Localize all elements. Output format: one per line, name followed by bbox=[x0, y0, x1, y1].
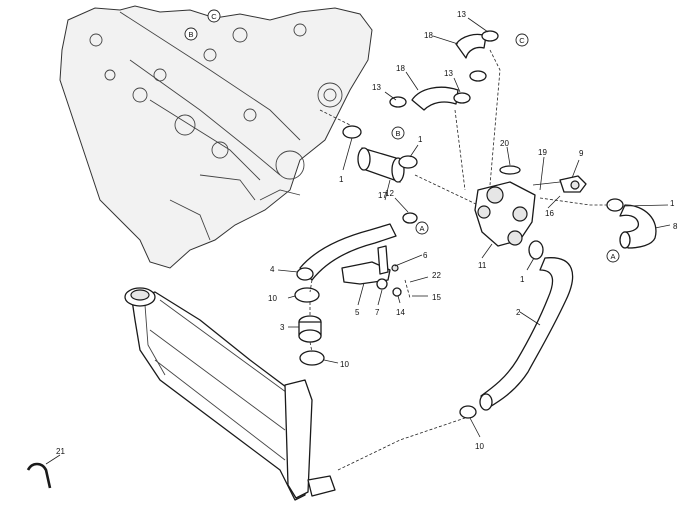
clamp-12 bbox=[402, 212, 418, 224]
screw-6 bbox=[391, 264, 399, 272]
clamp-10b bbox=[299, 350, 325, 366]
svg-text:C: C bbox=[519, 36, 525, 45]
clamps bbox=[294, 30, 624, 419]
hose-8 bbox=[619, 204, 657, 249]
hose-17 bbox=[357, 147, 405, 183]
clamp-13b bbox=[453, 92, 471, 104]
thermostat-housing bbox=[474, 181, 536, 247]
callout-7: 7 bbox=[375, 308, 380, 317]
hose-4 bbox=[296, 223, 397, 281]
hose-18-lower bbox=[411, 86, 459, 111]
ref-marker-c-hose: C bbox=[515, 33, 529, 47]
engine-block bbox=[59, 5, 373, 269]
pipe-9 bbox=[559, 175, 587, 193]
callout-10-middle: 10 bbox=[340, 360, 349, 369]
hose-18-upper bbox=[455, 33, 487, 59]
callout-12: 12 bbox=[385, 189, 394, 198]
callout-14: 14 bbox=[396, 308, 405, 317]
callout-1-lower: 1 bbox=[520, 275, 525, 284]
svg-text:A: A bbox=[419, 224, 424, 233]
ref-marker-b-hose: B bbox=[391, 126, 405, 140]
callout-10-upper: 10 bbox=[268, 294, 277, 303]
callout-13-left: 13 bbox=[372, 83, 381, 92]
clamp-10c bbox=[459, 405, 477, 419]
callout-6: 6 bbox=[423, 251, 428, 260]
callout-13-top: 13 bbox=[457, 10, 466, 19]
clamp-13a bbox=[389, 96, 407, 108]
callout-8: 8 bbox=[673, 222, 678, 231]
callout-10-lower: 10 bbox=[475, 442, 484, 451]
connection-lines bbox=[309, 49, 610, 471]
clamp-1b bbox=[398, 155, 418, 169]
clip-21 bbox=[26, 462, 52, 489]
callout-15: 15 bbox=[432, 293, 441, 302]
clamp-1a bbox=[342, 125, 362, 139]
washer-7 bbox=[376, 278, 388, 290]
clamp-13d bbox=[481, 30, 499, 42]
callout-1-right: 1 bbox=[670, 199, 675, 208]
callout-5: 5 bbox=[355, 308, 360, 317]
reference-markers: A A B B C C bbox=[184, 9, 620, 263]
callout-4: 4 bbox=[270, 265, 275, 274]
svg-text:B: B bbox=[188, 30, 193, 39]
sleeve-3 bbox=[298, 315, 322, 343]
ref-marker-a-upper: A bbox=[415, 221, 429, 235]
callout-22: 22 bbox=[432, 271, 441, 280]
ref-marker-b-engine: B bbox=[184, 27, 198, 41]
leader-lines bbox=[45, 17, 671, 465]
ref-marker-a-right: A bbox=[606, 249, 620, 263]
callout-2: 2 bbox=[516, 308, 521, 317]
clamp-1d bbox=[606, 198, 624, 212]
callout-16: 16 bbox=[545, 209, 554, 218]
callout-17: 17 bbox=[378, 191, 387, 200]
clamp-1c bbox=[528, 240, 544, 260]
callout-1-hose17: 1 bbox=[418, 135, 423, 144]
valve-body bbox=[341, 245, 391, 285]
o-ring-20 bbox=[499, 165, 521, 175]
callout-9: 9 bbox=[579, 149, 584, 158]
callout-11: 11 bbox=[478, 261, 487, 270]
callout-13-middle: 13 bbox=[444, 69, 453, 78]
svg-text:A: A bbox=[610, 252, 615, 261]
washer-14 bbox=[392, 287, 402, 297]
callout-1-engine: 1 bbox=[339, 175, 344, 184]
callout-20: 20 bbox=[500, 139, 509, 148]
callout-numbers: 1 1 1 1 2 3 4 5 6 7 8 9 10 10 10 11 12 1… bbox=[56, 10, 678, 456]
callout-3: 3 bbox=[280, 323, 285, 332]
radiator bbox=[131, 291, 336, 501]
callout-19: 19 bbox=[538, 148, 547, 157]
callout-21: 21 bbox=[56, 447, 65, 456]
ref-marker-c-engine: C bbox=[207, 9, 221, 23]
callout-18-lower: 18 bbox=[396, 64, 405, 73]
clamp-13c bbox=[469, 70, 487, 82]
svg-text:C: C bbox=[211, 12, 217, 21]
hose-2 bbox=[479, 257, 574, 411]
callout-18-upper: 18 bbox=[424, 31, 433, 40]
svg-text:B: B bbox=[395, 129, 400, 138]
radiator-cap bbox=[124, 287, 156, 307]
clamp-10a bbox=[294, 287, 320, 303]
